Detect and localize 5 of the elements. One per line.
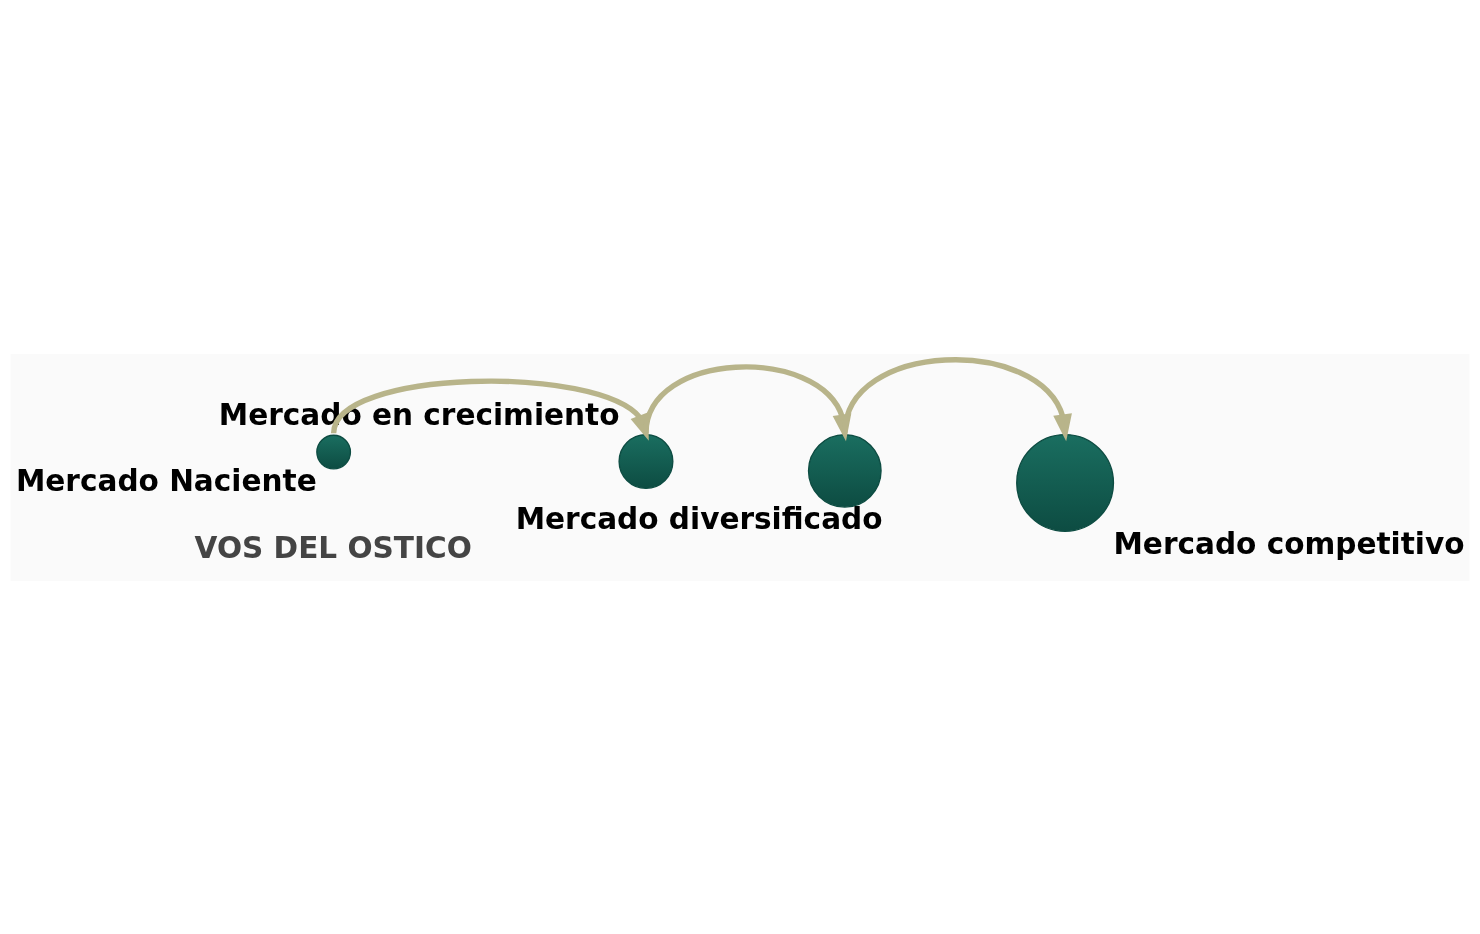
label: VOS DEL OSTICO [194, 530, 472, 565]
node-label: Mercado Naciente [15, 463, 317, 498]
node-label: Mercado competitivo [1113, 526, 1465, 561]
node-label: Mercado en crecimiento [218, 397, 620, 432]
node-label: Mercado diversificado [515, 501, 883, 536]
